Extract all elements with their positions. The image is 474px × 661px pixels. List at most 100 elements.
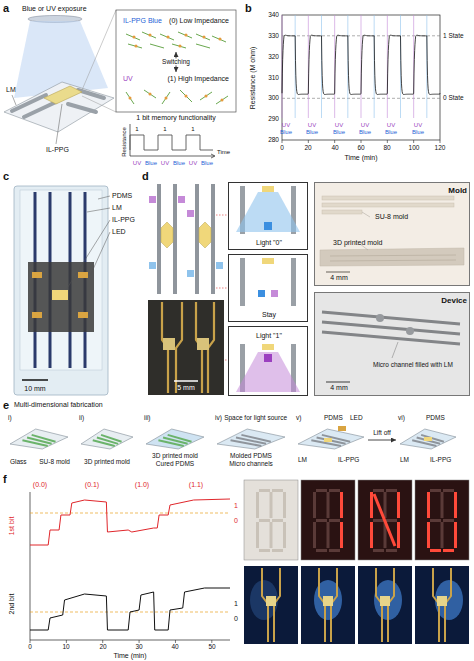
molecule-sketch-part xyxy=(144,90,156,98)
node-text: 3D printed mold xyxy=(333,239,382,247)
bit-value: 1 xyxy=(234,600,238,608)
segment-display-part xyxy=(427,492,430,518)
bit-value: 1 xyxy=(163,126,166,133)
node-text: 3D printed mold xyxy=(84,458,130,465)
panel-a-illustration-part xyxy=(12,95,16,105)
panel-a-illustration-part xyxy=(78,90,104,98)
molecule-dots-part xyxy=(221,99,224,102)
molecule-dots-part xyxy=(179,45,182,48)
segment-display-part xyxy=(283,492,286,518)
panel-d-states-part xyxy=(291,258,296,306)
connector-label: Switching xyxy=(161,58,191,65)
segment-display-part xyxy=(327,492,330,518)
molecule-dots-part xyxy=(205,95,208,98)
node-text: i) xyxy=(8,414,12,421)
bit-value: 1 xyxy=(234,502,238,510)
node-text: UV xyxy=(123,75,133,83)
resistance-curve-part xyxy=(387,140,388,143)
segment-display-part xyxy=(272,489,283,492)
fabrication-sketch-part xyxy=(317,438,346,444)
segment-display-part xyxy=(259,489,270,492)
panel-d-schematic-part xyxy=(216,288,228,289)
segment-display-part xyxy=(272,549,283,552)
fabrication-sketch-part xyxy=(421,435,444,442)
state-code: (0.1) xyxy=(85,481,99,489)
node-text: LM xyxy=(298,456,307,463)
molecule-dots-part xyxy=(185,34,188,37)
node-text: Mold xyxy=(448,187,467,196)
tick-label: 20 xyxy=(99,643,106,650)
segment-display-part xyxy=(262,568,280,642)
panel-d-schematic-part xyxy=(197,338,209,350)
molecule-sketch-part xyxy=(142,32,156,38)
annotation-label: Blue or UV exposure xyxy=(22,5,87,13)
segment-display-part xyxy=(430,489,441,492)
panel-letter: f xyxy=(3,473,7,485)
molecule-sketch-part xyxy=(150,44,164,48)
node-text: v) xyxy=(296,414,301,421)
segment-display-part xyxy=(272,519,283,522)
segment-display-part xyxy=(384,492,387,518)
fabrication-sketch-part xyxy=(338,426,346,431)
node-text: Space for light source xyxy=(224,414,287,421)
segment-display-part xyxy=(358,566,412,644)
panel-f-axes xyxy=(30,492,230,640)
part-label: LM xyxy=(6,86,16,94)
panel-a-illustration-part xyxy=(56,104,62,144)
molecule-dots-part xyxy=(219,38,222,41)
resistance-curve-part xyxy=(334,140,335,143)
light-label: UV xyxy=(361,122,369,129)
bit-value: 0 xyxy=(234,615,238,623)
tick-label: 300 xyxy=(268,94,279,101)
bit-curve-part xyxy=(30,499,230,545)
molecule-sketch-part xyxy=(126,34,140,40)
panel-a-illustration-part xyxy=(44,86,82,104)
node-text: SU-8 mold xyxy=(39,458,70,465)
connector-label: Lift off xyxy=(372,429,392,436)
segment-display-part xyxy=(370,492,373,518)
node-text: 4 mm xyxy=(330,384,348,392)
molecule-sketch-part xyxy=(212,36,226,42)
panel-d-schematic-part xyxy=(161,222,173,248)
panel-a-illustration xyxy=(4,10,236,158)
segment-display-part xyxy=(454,492,457,518)
segment-display-part xyxy=(323,596,333,606)
tick-label: 320 xyxy=(268,53,279,60)
panel-d-schematic-part xyxy=(211,184,215,294)
segment-display-part xyxy=(427,522,430,548)
node-text: PDMS xyxy=(426,414,445,421)
panel-c-photo-part xyxy=(28,262,94,332)
panel-c-photo xyxy=(14,186,110,395)
node-text: (0) Low Impedance xyxy=(169,17,229,25)
fabrication-step: vi)PDMSLMIL-PPG xyxy=(396,412,460,468)
resistance-curve-part xyxy=(308,140,309,143)
light-label: Blue xyxy=(412,129,424,136)
tick-label: 290 xyxy=(268,115,279,122)
panel-d-states-part xyxy=(236,352,300,392)
part-label: IL-PPG xyxy=(112,216,135,224)
panel-letter: a xyxy=(3,2,9,14)
inset-title: 1 bit memory functionality xyxy=(136,114,215,122)
light-label: UV xyxy=(282,122,290,129)
tick-label: 310 xyxy=(268,74,279,81)
node-text: iii) xyxy=(144,414,151,421)
segment-display-part xyxy=(386,519,397,522)
panel-a-illustration-part xyxy=(82,10,116,90)
tick-label: 40 xyxy=(171,643,178,650)
panel-d-schematic-part xyxy=(187,210,194,217)
node-text: Micro channel filled with LM xyxy=(373,361,453,368)
panel-d-schematic-part xyxy=(149,262,156,269)
panel-d-states-part xyxy=(264,222,272,230)
segment-display-part xyxy=(244,566,298,644)
segment-display-part xyxy=(313,492,316,518)
bit-curve-part xyxy=(102,640,103,643)
panel-f-axes-part xyxy=(30,640,230,641)
light-label: Blue xyxy=(359,129,371,136)
axis-title: Resistance xyxy=(121,127,128,157)
state-label: 0 State xyxy=(443,94,464,101)
bit-curve-part xyxy=(66,640,67,643)
segment-display-part xyxy=(415,566,469,644)
panel-d-schematic-part xyxy=(163,338,175,350)
segment-display-part xyxy=(244,480,298,560)
